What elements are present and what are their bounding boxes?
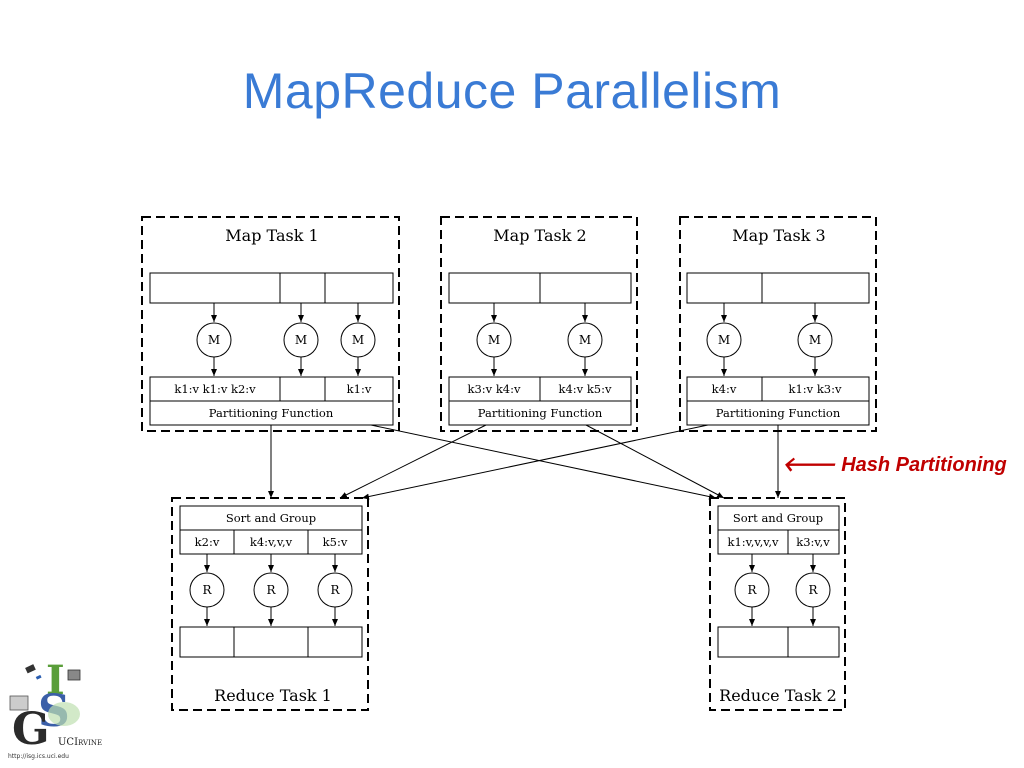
reducer-label: R [330,583,340,597]
sort-group-label: Sort and Group [733,511,823,525]
partitioning-function-label: Partitioning Function [209,406,334,420]
map-output-cell: k4:v k5:v [559,382,612,396]
map-output-cell: k3:v k4:v [468,382,521,396]
reduce-task-1-border [171,497,369,711]
map-task-1-border [141,216,400,432]
svg-text:I: I [46,657,65,704]
mapper-label: M [809,333,821,347]
logo-uci-text: UCIRVINE [58,737,103,748]
partitioning-function-label: Partitioning Function [716,406,841,420]
reduce-task-2-title: Reduce Task 2 [719,686,837,705]
mapper-label: M [488,333,500,347]
group-cell: k4:v,v,v [250,535,293,549]
map-task-2: Map Task 2 M M k3:v k4:v k4:v k5:v Parti… [440,216,638,432]
group-row-box [717,529,840,555]
logo-url: http://isg.ics.uci.edu [8,753,69,760]
map-task-3-title: Map Task 3 [732,226,825,245]
input-split-box [149,272,394,304]
map-task-1: Map Task 1 M M M k1:v k1:v k2:v k1:v Par… [141,216,400,432]
group-cell: k1:v,v,v,v [727,535,779,549]
sort-group-label: Sort and Group [226,511,316,525]
mapper-label: M [208,333,220,347]
map-task-2-border [440,216,638,432]
reducer-label: R [808,583,818,597]
partitioning-function-label: Partitioning Function [478,406,603,420]
reducer-label: R [202,583,212,597]
map-output-cell: k1:v [347,382,372,396]
map-output-cell: k1:v k1:v k2:v [174,382,256,396]
map-output-cell: k4:v [712,382,737,396]
map-task-2-title: Map Task 2 [493,226,586,245]
svg-text:G: G [12,704,50,755]
input-split-box [686,272,870,304]
group-cell: k2:v [195,535,220,549]
reduce-task-1-title: Reduce Task 1 [214,686,332,705]
annotation-text: Hash Partitioning [841,454,1007,476]
map-task-3-border [679,216,877,432]
map-output-cell: k1:v k3:v [789,382,842,396]
mapper-label: M [295,333,307,347]
reducer-label: R [747,583,757,597]
reduce-task-2-border [709,497,846,711]
reduce-task-1: Sort and Group k2:v k4:v,v,v k5:v R R R … [171,497,369,711]
map-task-3: Map Task 3 M M k4:v k1:v k3:v Partitioni… [679,216,877,432]
reducer-label: R [266,583,276,597]
map-task-1-title: Map Task 1 [225,226,318,245]
slide-title: MapReduce Parallelism [242,63,782,119]
reduce-task-2: Sort and Group k1:v,v,v,v k3:v,v R R Red… [709,497,846,711]
left-arrow-icon: 🡐 [782,454,836,476]
mapper-label: M [579,333,591,347]
reduce-output-box [179,626,363,658]
shuffle-arrows [268,424,781,500]
mapper-label: M [352,333,364,347]
group-cell: k3:v,v [796,535,830,549]
hash-partitioning-annotation: 🡐 Hash Partitioning [782,452,1007,477]
isg-logo: I S G [9,657,81,755]
partitioning-function-box [448,400,632,426]
group-cell: k5:v [323,535,348,549]
mapper-label: M [718,333,730,347]
reduce-output-box [717,626,840,658]
